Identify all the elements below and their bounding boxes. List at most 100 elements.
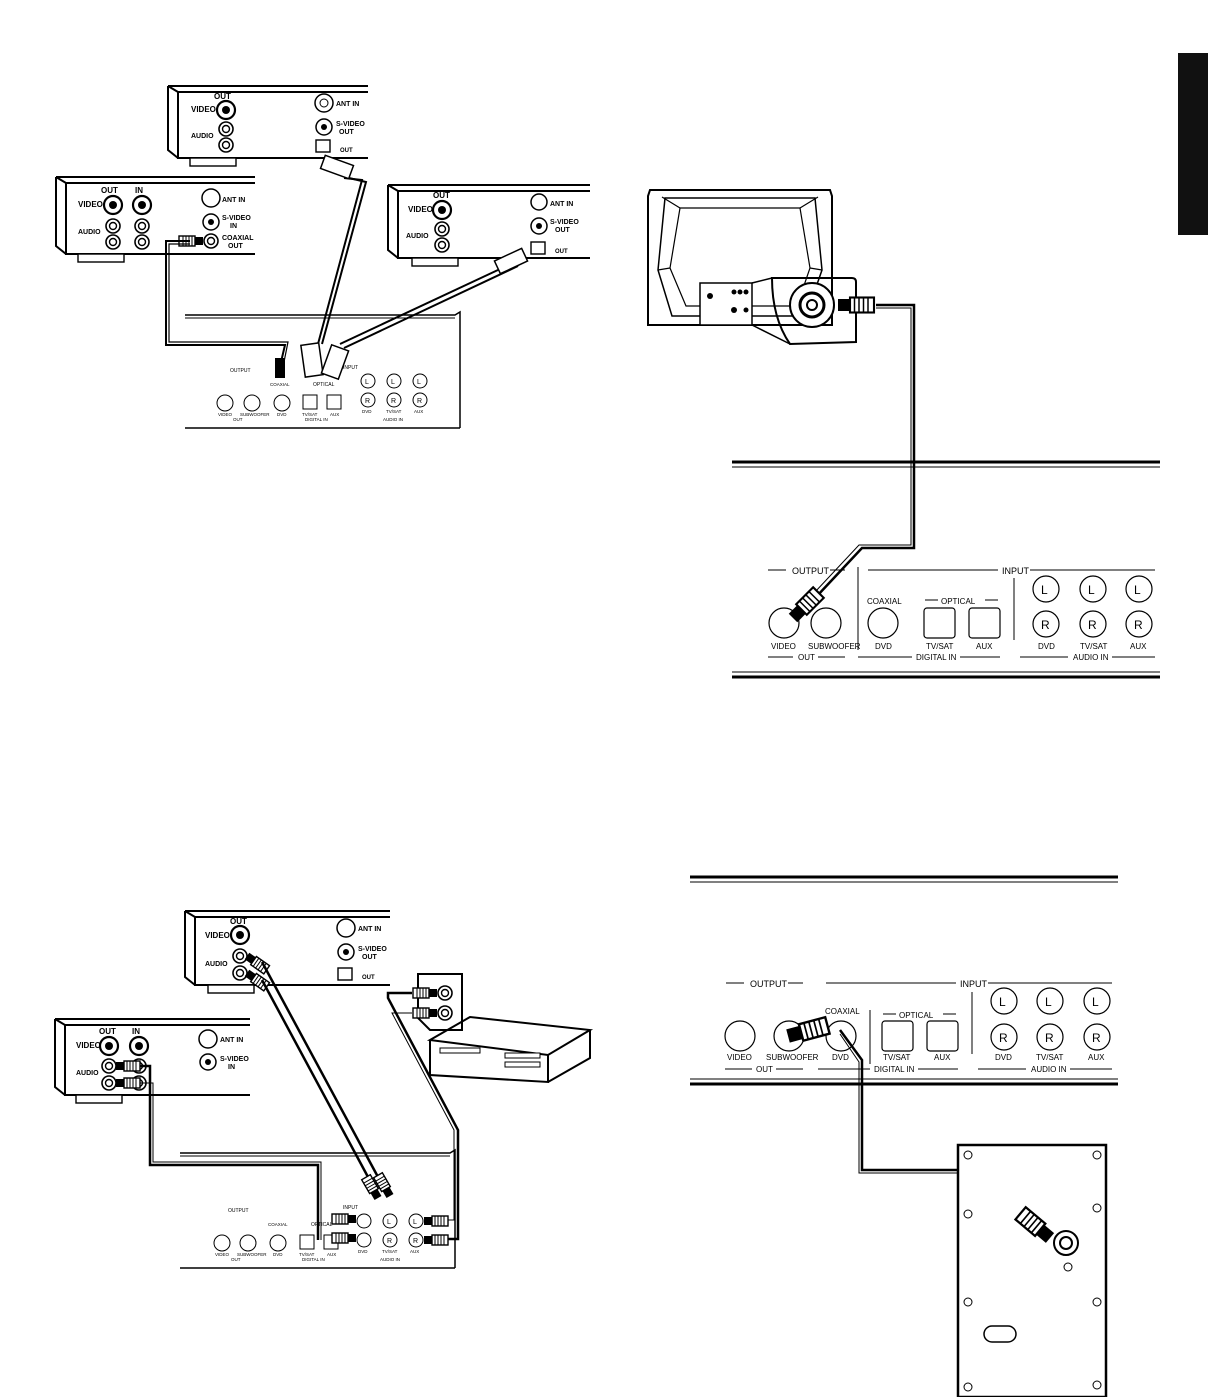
svg-text:AUX: AUX (934, 1053, 951, 1062)
svg-text:TV/SAT: TV/SAT (926, 642, 954, 651)
diagram-subwoofer: OUTPUT INPUT COAXIAL OPTICAL L L L (690, 875, 1118, 1397)
svg-text:DVD: DVD (1038, 642, 1055, 651)
svg-text:OUT: OUT (362, 954, 378, 961)
label-ant-in: ANT IN (336, 101, 359, 108)
svg-text:AUX: AUX (976, 642, 993, 651)
svg-text:SUBWOOFER: SUBWOOFER (237, 1252, 267, 1257)
svg-text:OUT: OUT (555, 249, 568, 255)
svg-text:L: L (1041, 583, 1048, 597)
svg-text:OUT: OUT (231, 1257, 241, 1262)
svg-text:DVD: DVD (273, 1252, 283, 1257)
receiver-panel-small: OUTPUT INPUT COAXIAL OPTICAL L L L R R R… (185, 310, 461, 429)
svg-text:OUTPUT: OUTPUT (750, 979, 788, 989)
svg-text:L: L (387, 1219, 391, 1226)
svg-text:INPUT: INPUT (343, 1205, 358, 1211)
tv-left: OUT IN VIDEO AUDIO ANT IN S-VIDEO IN COA… (55, 176, 255, 263)
svg-text:AUX: AUX (414, 409, 423, 414)
svg-text:R: R (1092, 1031, 1101, 1045)
diagram-video-out: OUTPUT INPUT COAXIAL OPTICAL L L L (647, 189, 1160, 679)
svg-text:OUT: OUT (228, 243, 244, 250)
svg-text:VIDEO: VIDEO (727, 1053, 752, 1062)
svg-text:L: L (999, 995, 1006, 1009)
svg-text:TV/SAT: TV/SAT (1036, 1053, 1064, 1062)
label-s-video-out: OUT (339, 129, 355, 136)
svg-text:IN: IN (230, 223, 237, 230)
svg-text:VIDEO: VIDEO (408, 205, 433, 214)
svg-text:L: L (391, 379, 395, 386)
svg-text:IN: IN (132, 1027, 140, 1036)
label-out: OUT (214, 92, 231, 101)
receiver-panel-small-bottom: OUTPUT INPUT COAXIAL OPTICAL L L R R VID… (180, 1148, 456, 1269)
svg-text:S-VIDEO: S-VIDEO (550, 219, 579, 226)
svg-text:S-VIDEO: S-VIDEO (220, 1056, 249, 1063)
receiver-panel-large-bottom: OUTPUT INPUT COAXIAL OPTICAL L L L (690, 875, 1118, 1086)
svg-text:AUX: AUX (330, 412, 339, 417)
svg-text:AUDIO IN: AUDIO IN (1031, 1065, 1067, 1074)
svg-text:SUBWOOFER: SUBWOOFER (766, 1053, 819, 1062)
svg-text:OPTICAL: OPTICAL (941, 597, 976, 606)
label-s-video: S-VIDEO (336, 121, 365, 128)
svg-text:R: R (391, 398, 396, 405)
svg-text:TV/SAT: TV/SAT (382, 1249, 398, 1254)
svg-text:R: R (1134, 618, 1143, 632)
svg-text:COAXIAL: COAXIAL (867, 597, 902, 606)
svg-text:R: R (413, 1238, 418, 1245)
svg-text:OUT: OUT (433, 191, 450, 200)
svg-text:TV/SAT: TV/SAT (386, 409, 402, 414)
svg-text:SUBWOOFER: SUBWOOFER (808, 642, 861, 651)
label-optical-out: OUT (340, 148, 353, 154)
sat-receiver-right: OUT VIDEO AUDIO ANT IN S-VIDEO OUT OUT (387, 184, 590, 267)
svg-text:INPUT: INPUT (960, 979, 988, 989)
svg-text:TV/SAT: TV/SAT (1080, 642, 1108, 651)
svg-text:AUDIO: AUDIO (78, 229, 101, 236)
svg-text:ANT IN: ANT IN (220, 1037, 243, 1044)
svg-text:VIDEO: VIDEO (771, 642, 796, 651)
svg-text:OUTPUT: OUTPUT (228, 1208, 249, 1214)
svg-text:OUT: OUT (99, 1027, 116, 1036)
panel-input: INPUT (1002, 566, 1030, 576)
receiver-panel-large: OUTPUT INPUT COAXIAL OPTICAL L L L (732, 460, 1160, 679)
svg-text:R: R (365, 398, 370, 405)
svg-text:L: L (417, 379, 421, 386)
svg-text:OPTICAL: OPTICAL (311, 1222, 333, 1228)
svg-text:OPTICAL: OPTICAL (899, 1011, 934, 1020)
subwoofer (956, 1143, 1108, 1397)
svg-text:OUT: OUT (230, 917, 247, 926)
diagram-analog-connections: OUT VIDEO AUDIO ANT IN S-VIDEO OUT OUT O… (54, 910, 594, 1269)
svg-text:L: L (413, 1219, 417, 1226)
svg-text:IN: IN (135, 186, 143, 195)
svg-text:DVD: DVD (875, 642, 892, 651)
svg-text:DVD: DVD (995, 1053, 1012, 1062)
svg-text:DVD: DVD (832, 1053, 849, 1062)
svg-text:TV/SAT: TV/SAT (883, 1053, 911, 1062)
svg-text:DIGITAL IN: DIGITAL IN (874, 1065, 915, 1074)
svg-text:L: L (1045, 995, 1052, 1009)
svg-text:DVD: DVD (277, 412, 287, 417)
svg-text:SUBWOOFER: SUBWOOFER (240, 412, 270, 417)
svg-text:DIGITAL IN: DIGITAL IN (305, 417, 328, 422)
svg-text:COAXIAL: COAXIAL (270, 382, 290, 387)
svg-text:COAXIAL: COAXIAL (825, 1007, 860, 1016)
svg-text:ANT IN: ANT IN (550, 201, 573, 208)
svg-text:S-VIDEO: S-VIDEO (358, 946, 387, 953)
svg-text:OUT: OUT (756, 1065, 773, 1074)
svg-text:R: R (1041, 618, 1050, 632)
svg-text:OUTPUT: OUTPUT (230, 368, 251, 374)
svg-text:AUDIO IN: AUDIO IN (1073, 653, 1109, 662)
svg-text:DVD: DVD (362, 409, 372, 414)
svg-text:OUT: OUT (362, 975, 375, 981)
svg-text:L: L (1134, 583, 1141, 597)
panel-output: OUTPUT (792, 566, 830, 576)
svg-text:AUDIO: AUDIO (76, 1070, 99, 1077)
svg-text:R: R (1045, 1031, 1054, 1045)
svg-text:AUX: AUX (1130, 642, 1147, 651)
svg-text:DVD: DVD (358, 1249, 368, 1254)
svg-text:S-VIDEO: S-VIDEO (222, 215, 251, 222)
svg-text:AUX: AUX (1088, 1053, 1105, 1062)
vcr-bottom-right (412, 973, 594, 1084)
svg-text:DIGITAL IN: DIGITAL IN (916, 653, 957, 662)
svg-text:TV/SAT: TV/SAT (302, 412, 318, 417)
dvd-player-top: OUT VIDEO AUDIO ANT IN S-VIDEO OUT OUT (167, 85, 368, 167)
svg-text:L: L (1092, 995, 1099, 1009)
